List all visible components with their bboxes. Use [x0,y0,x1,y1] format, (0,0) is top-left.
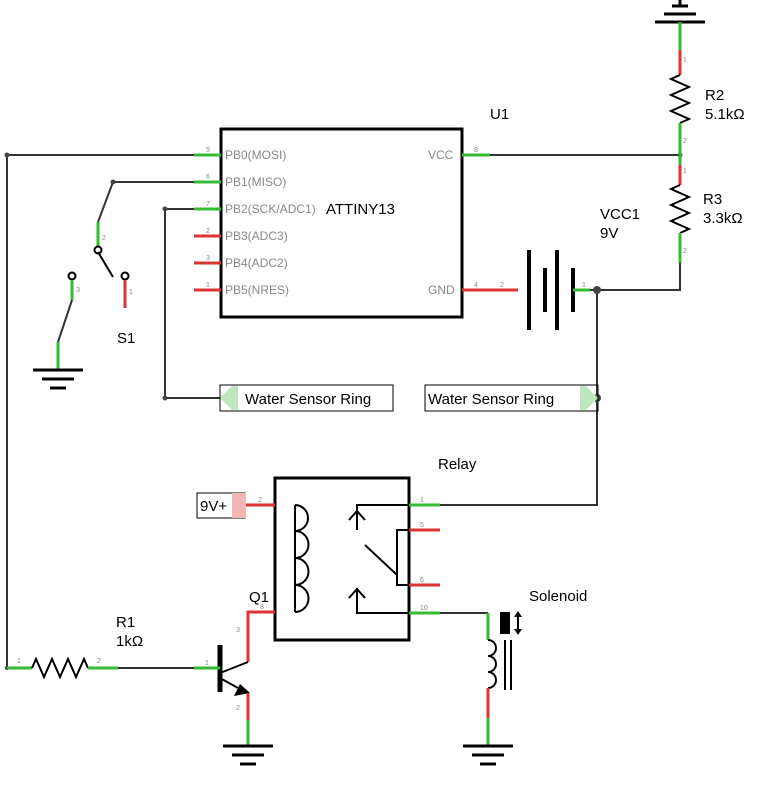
pin-label: PB4(ADC2) [225,256,288,270]
pin-number: 1 [683,168,687,175]
pin-number: 2 [206,228,210,235]
pin-label: VCC [428,148,454,162]
resistor-ref: R1 [116,614,135,631]
ic-attiny13[interactable]: U1 ATTINY13 5 6 7 2 3 1 PB0(MOSI) PB1(MI… [194,106,518,319]
solenoid-plunger [500,612,510,634]
pin-label: PB3(ADC3) [225,229,288,243]
switch-contact [120,271,130,281]
resistor-zigzag [668,184,692,234]
pin-number: 1 [206,282,210,289]
pin-number: 5 [420,522,424,529]
resistor-r1[interactable]: 1 2 R1 1kΩ [7,614,143,680]
transistor-ref: Q1 [249,589,269,606]
net-label-box [219,384,394,412]
junction-dot [162,395,168,401]
pin-number: 1 [17,658,21,665]
junction-dot [4,152,10,158]
pin-number: 1 [129,289,133,296]
pin-number: 2 [683,248,687,255]
transistor-q1[interactable]: Q1 1 3 2 [194,589,269,745]
net-label-tab [580,386,598,410]
pin-number: 4 [474,282,478,289]
pin-number: 8 [474,147,478,154]
solenoid[interactable]: Solenoid [486,588,587,745]
pin-number: 2 [500,282,504,289]
pin-coil-b[interactable] [246,610,275,640]
pin-number: 6 [206,174,210,181]
wire-pb2-sensor [164,208,220,399]
resistor-value: 3.3kΩ [703,210,743,227]
ic-body [219,127,464,319]
resistor-ref: R3 [703,191,722,208]
relay-contact [356,504,409,530]
ground-symbol-solenoid [463,744,513,766]
pin-number: 3 [206,255,210,262]
switch-wire [57,299,73,345]
pin-number: 7 [206,201,210,208]
relay-label: Relay [438,456,477,473]
pin-label: PB1(MISO) [225,175,286,189]
net-label-tab [232,493,246,518]
wire-pb1-switch [97,181,194,223]
solenoid-label: Solenoid [529,588,587,605]
battery-ref: VCC1 [600,206,640,223]
junction-dot [593,286,601,294]
ic-name: ATTINY13 [326,201,395,218]
battery-vcc1[interactable]: 1 2 VCC1 9V [500,206,640,330]
resistor-r3[interactable]: 1 2 R3 3.3kΩ [668,155,743,263]
pin-number: 8 [260,604,264,611]
relay-contact [356,588,409,614]
switch-s1[interactable]: 2 3 1 S1 [56,222,135,370]
switch-lever [97,251,114,278]
net-label-sensor-right[interactable]: Water Sensor Ring [424,384,599,412]
pin-number: 2 [97,658,101,665]
relay-switch [364,544,398,576]
resistor-value: 1kΩ [116,633,143,650]
solenoid-coil [487,639,497,689]
resistor-ref: R2 [705,87,724,104]
net-label-text: Water Sensor Ring [428,391,554,408]
relay[interactable]: Relay 2 1 5 6 10 8 [245,456,477,642]
pin-number: 1 [420,497,424,504]
pin-number: 10 [420,605,428,612]
junction-dot [110,179,116,185]
pin-number: 2 [102,235,106,242]
relay-coil [294,504,310,613]
resistor-zigzag [668,74,692,124]
battery-value: 9V [600,225,618,242]
transistor-emitter-arrow [234,684,250,696]
pin-number: 2 [258,497,262,504]
pin-label: PB2(SCK/ADC1) [225,202,316,216]
pin-number: 1 [205,660,209,667]
pin-number: 1 [683,57,687,64]
pin-number: 2 [683,138,687,145]
net-label-text: Water Sensor Ring [245,391,371,408]
switch-contact [67,271,77,281]
net-label-tab [220,386,238,410]
switch-ref: S1 [117,330,135,347]
pin-label: PB0(MOSI) [225,148,286,162]
net-label-9v[interactable]: 9V+ [196,492,246,519]
ground-symbol-s1 [33,368,83,390]
pin-number: 2 [236,705,240,712]
pin-number: 6 [420,577,424,584]
ground-symbol-q1 [223,744,273,766]
pin-label: GND [428,283,455,297]
pin-number: 1 [582,282,586,289]
net-label-text: 9V+ [200,498,227,515]
resistor-r2[interactable]: 1 2 R2 5.1kΩ [668,22,745,155]
pin-number: 5 [206,147,210,154]
resistor-value: 5.1kΩ [705,106,745,123]
junction-dot [162,206,168,212]
pin-label: PB5(NRES) [225,283,289,297]
pin-number: 3 [236,627,240,634]
ic-ref: U1 [490,106,509,123]
ground-symbol-top [655,0,705,24]
resistor-zigzag [31,656,89,680]
pin-number: 3 [76,287,80,294]
net-label-sensor-left[interactable]: Water Sensor Ring [219,384,394,412]
